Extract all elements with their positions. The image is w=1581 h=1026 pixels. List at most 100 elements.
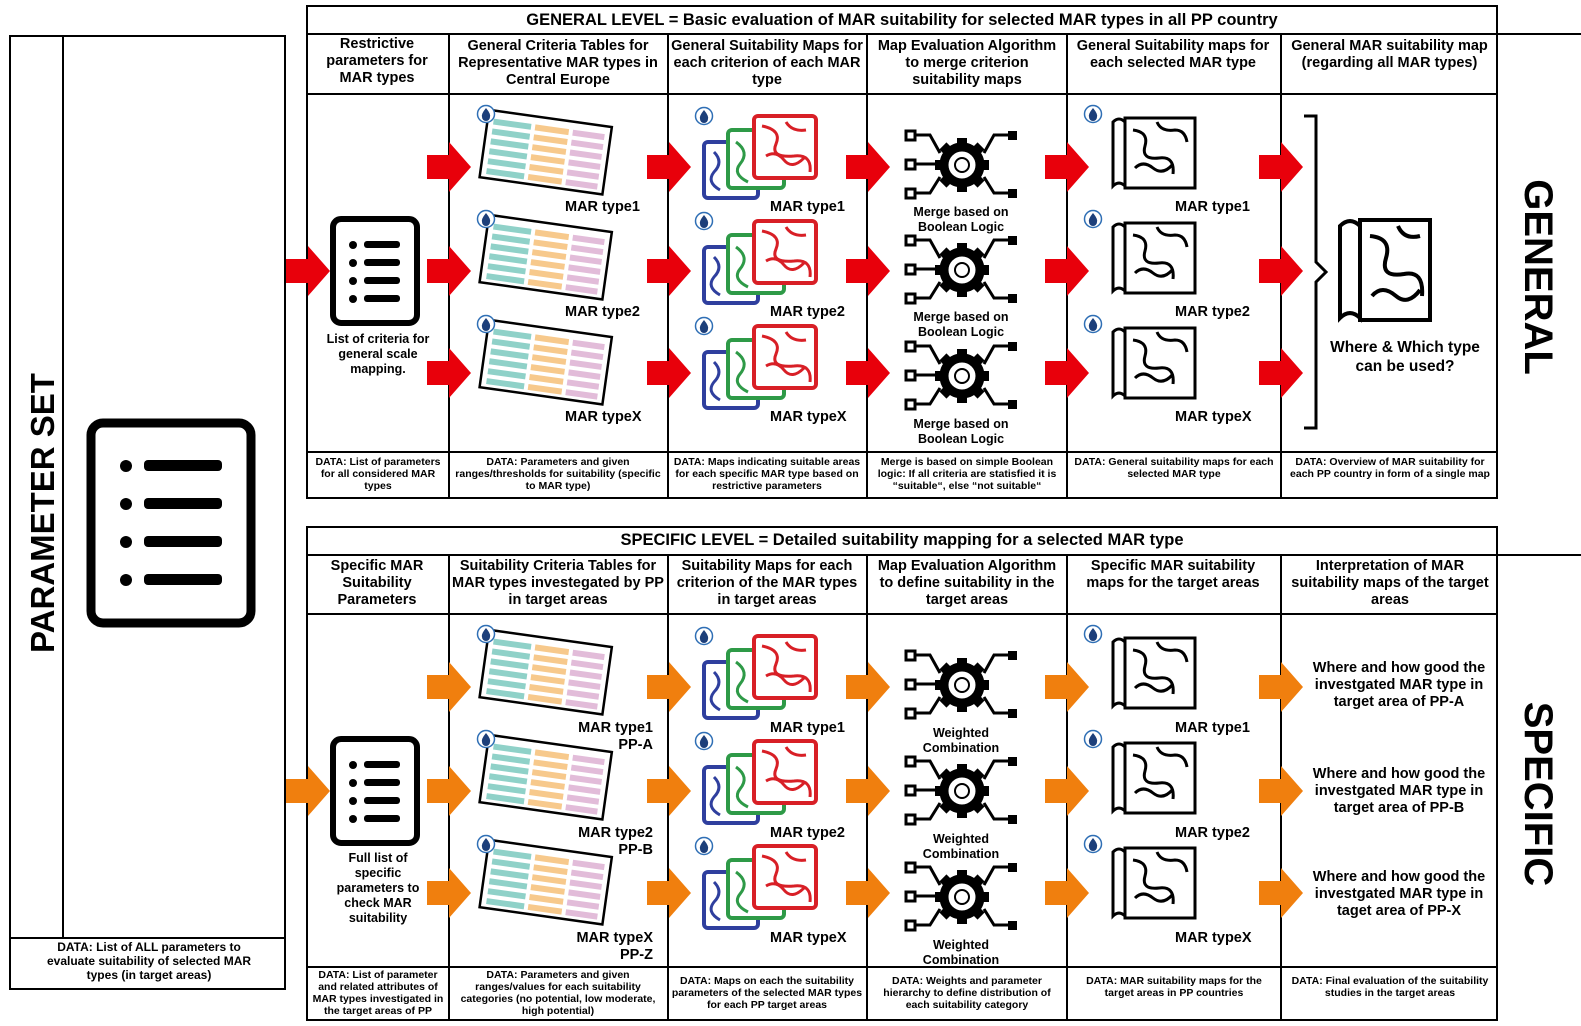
general-col1-data: DATA: List of parameters for all conside… — [315, 456, 441, 492]
water-drop-icon — [476, 624, 496, 644]
general-table-label-1: MAR type1 — [565, 199, 640, 215]
general-col5-data: DATA: General suitability maps for each … — [1074, 456, 1274, 480]
specific-arrow — [647, 662, 691, 712]
general-suitability-map-3 — [1111, 326, 1197, 400]
general-map-stack-2 — [702, 219, 818, 305]
general-col3-header: General Suitability Maps for each criter… — [671, 38, 863, 88]
water-drop-icon — [476, 104, 496, 124]
general-col4-data: Merge is based on simple Boolean logic: … — [877, 456, 1057, 492]
specific-col5-data: DATA: MAR suitability maps for the targe… — [1086, 975, 1262, 999]
specific-map-stack-2 — [702, 739, 818, 825]
specific-criteria-table-1 — [478, 628, 614, 716]
specific-criteria-table-2 — [478, 733, 614, 821]
general-gear-icon-2 — [904, 234, 1017, 305]
general-arrow — [1045, 246, 1089, 296]
specific-col1-data: DATA: List of parameter and related attr… — [312, 969, 444, 1017]
general-arrow — [1259, 142, 1303, 192]
specific-map-stack-3 — [702, 844, 818, 930]
general-merge-label-2: Merge based on Boolean Logic — [913, 310, 1009, 339]
general-suit-label-1: MAR type1 — [1175, 199, 1250, 215]
general-col6-header: General MAR suitability map (regarding a… — [1291, 38, 1488, 71]
water-drop-icon — [476, 209, 496, 229]
specific-col2-data: DATA: Parameters and given ranges/values… — [460, 969, 656, 1017]
specific-col3-data: DATA: Maps on each the suitability param… — [671, 975, 863, 1011]
water-drop-icon — [694, 836, 714, 856]
general-arrow — [1259, 246, 1303, 296]
water-drop-icon — [694, 106, 714, 126]
specific-col4-data: DATA: Weights and parameter hierarchy to… — [883, 975, 1051, 1011]
specific-map-label-1: MAR type1 — [770, 720, 845, 736]
parameter-set-data: DATA: List of ALL parameters to evaluate… — [46, 940, 252, 982]
parameter-set-divider — [62, 35, 64, 939]
general-col3-data: DATA: Maps indicating suitable areas for… — [673, 456, 861, 492]
specific-arrow — [1045, 766, 1089, 816]
water-drop-icon — [1083, 209, 1103, 229]
general-merge-label-1: Merge based on Boolean Logic — [913, 205, 1009, 234]
specific-col6-header: Interpretation of MAR suitability maps o… — [1291, 558, 1489, 608]
specific-criteria-caption: Full list of specific parameters to chec… — [336, 851, 420, 925]
general-map-label-2: MAR type2 — [770, 304, 845, 320]
general-arrow — [1045, 142, 1089, 192]
water-drop-icon — [1083, 834, 1103, 854]
general-criteria-table-1 — [478, 108, 614, 196]
specific-col6-data: DATA: Final evaluation of the suitabilit… — [1291, 975, 1489, 999]
specific-arrow — [1045, 662, 1089, 712]
water-drop-icon — [1083, 624, 1103, 644]
general-suit-label-3: MAR typeX — [1175, 409, 1252, 425]
specific-map-label-2: MAR type2 — [770, 825, 845, 841]
general-merge-label-3: Merge based on Boolean Logic — [913, 417, 1009, 446]
specific-input-arrow — [286, 766, 330, 816]
general-suitability-map-1 — [1111, 116, 1197, 190]
general-arrow — [1259, 348, 1303, 398]
specific-merge-label-1: Weighted Combination — [922, 726, 1000, 755]
water-drop-icon — [1083, 104, 1103, 124]
water-drop-icon — [694, 626, 714, 646]
general-arrow — [427, 142, 471, 192]
specific-arrow — [647, 868, 691, 918]
water-drop-icon — [476, 729, 496, 749]
specific-map-stack-1 — [702, 634, 818, 720]
general-map-label-1: MAR type1 — [770, 199, 845, 215]
general-arrow — [846, 246, 890, 296]
general-col1-header: Restrictive parameters for MAR types — [326, 36, 428, 86]
specific-suitability-map-3 — [1111, 846, 1197, 920]
general-section-label: GENERAL — [1516, 179, 1560, 375]
specific-result-2: Where and how good the investgated MAR t… — [1312, 766, 1486, 816]
specific-suit-label-3: MAR typeX — [1175, 930, 1252, 946]
general-criteria-caption: List of criteria for general scale mappi… — [326, 332, 430, 376]
specific-arrow — [1045, 868, 1089, 918]
general-result-text: Where & Which type can be used? — [1330, 339, 1480, 375]
general-arrow — [647, 348, 691, 398]
general-criteria-list-icon — [330, 216, 420, 326]
general-suit-label-2: MAR type2 — [1175, 304, 1250, 320]
specific-result-1: Where and how good the investgated MAR t… — [1312, 660, 1486, 710]
water-drop-icon — [1083, 729, 1103, 749]
general-arrow — [647, 246, 691, 296]
specific-arrow — [1259, 662, 1303, 712]
specific-section-label: SPECIFIC — [1516, 701, 1560, 887]
specific-arrow — [1259, 766, 1303, 816]
general-gear-icon-3 — [904, 340, 1017, 411]
parameter-list-icon — [86, 418, 256, 628]
specific-gear-icon-2 — [904, 755, 1017, 826]
general-arrow — [647, 142, 691, 192]
water-drop-icon — [476, 314, 496, 334]
water-drop-icon — [694, 731, 714, 751]
general-arrow — [846, 142, 890, 192]
specific-suit-label-1: MAR type1 — [1175, 720, 1250, 736]
specific-col4-header: Map Evaluation Algorithm to define suita… — [877, 558, 1057, 608]
specific-suitability-map-2 — [1111, 741, 1197, 815]
general-gear-icon-1 — [904, 129, 1017, 200]
parameter-set-data-divider — [9, 937, 286, 939]
parameter-set-title: PARAMETER SET — [24, 373, 61, 653]
specific-arrow — [1259, 868, 1303, 918]
general-title: GENERAL LEVEL = Basic evaluation of MAR … — [526, 11, 1278, 29]
general-arrow — [427, 246, 471, 296]
water-drop-icon — [476, 834, 496, 854]
general-map-stack-1 — [702, 114, 818, 200]
specific-criteria-table-3 — [478, 838, 614, 926]
specific-arrow — [647, 766, 691, 816]
specific-gear-icon-3 — [904, 861, 1017, 932]
